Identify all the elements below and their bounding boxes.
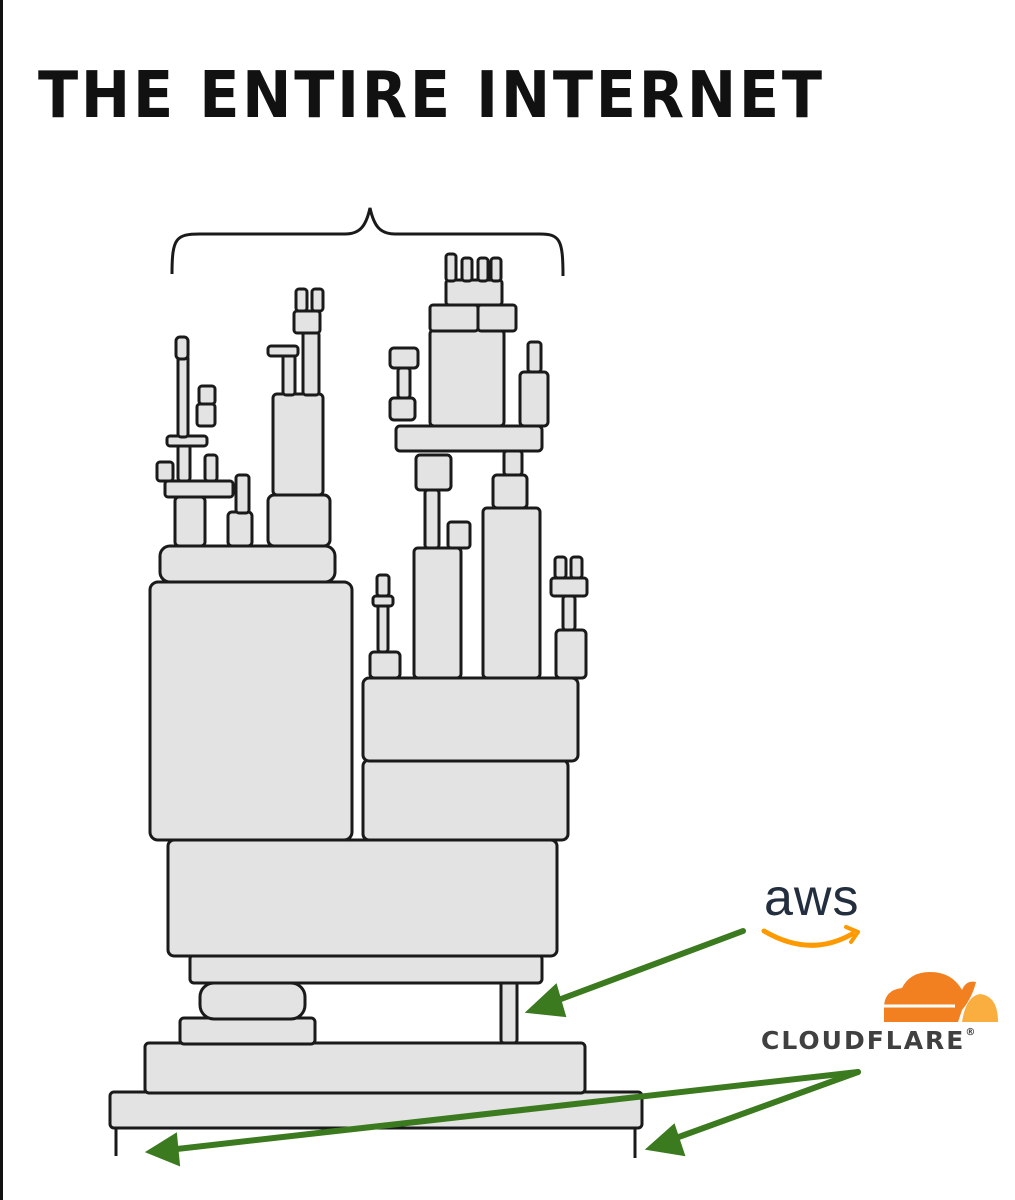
arrow-cloudflare-to-right-leg [644, 1069, 861, 1157]
title-text: THE ENTIRE INTERNET [38, 59, 825, 133]
block [375, 573, 391, 598]
block [553, 555, 568, 580]
block [155, 460, 175, 483]
cloudflare-wordmark-text: CLOUDFLARE [761, 1026, 966, 1055]
curly-brace [170, 207, 565, 277]
arrow-cloudflare-to-left-leg [144, 1069, 861, 1167]
block [388, 346, 420, 370]
block [294, 287, 309, 313]
block [166, 838, 559, 958]
block [174, 335, 190, 361]
block [143, 1041, 587, 1095]
cloudflare-logo-wordmark: CLOUDFLARE® [761, 1026, 976, 1055]
block [549, 576, 589, 598]
block [203, 453, 219, 483]
block [446, 520, 472, 550]
block [197, 384, 217, 406]
block [476, 256, 490, 283]
block [460, 256, 474, 283]
block [361, 676, 580, 763]
block [266, 344, 300, 358]
block [444, 278, 504, 307]
block [444, 252, 458, 283]
left-border-line [0, 0, 3, 1200]
block [569, 555, 584, 580]
cloudflare-trademark: ® [965, 1027, 976, 1038]
block [489, 256, 503, 283]
block [234, 473, 251, 515]
block [310, 287, 325, 313]
arrow-aws-to-pillar [524, 928, 746, 1018]
block [526, 340, 543, 374]
block [414, 453, 453, 492]
block [163, 479, 235, 499]
block [271, 392, 325, 497]
aws-logo-wordmark: aws [764, 869, 860, 927]
